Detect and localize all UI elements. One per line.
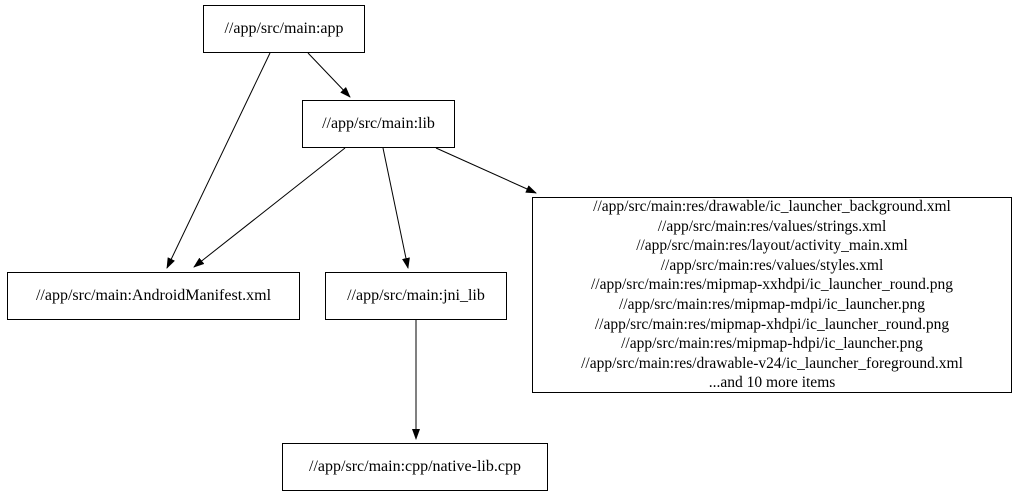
resource-file-item: //app/src/main:res/drawable-v24/ic_launc… xyxy=(581,354,963,372)
node-resource-files-group: //app/src/main:res/drawable/ic_launcher_… xyxy=(532,197,1012,393)
node-lib-target: //app/src/main:lib xyxy=(302,100,455,148)
node-jni-lib: //app/src/main:jni_lib xyxy=(325,272,507,320)
node-jni-lib-label: //app/src/main:jni_lib xyxy=(347,287,485,305)
node-app-label: //app/src/main:app xyxy=(224,20,344,38)
node-android-manifest-label: //app/src/main:AndroidManifest.xml xyxy=(35,287,272,305)
resource-file-item: //app/src/main:res/drawable/ic_launcher_… xyxy=(593,198,951,216)
node-native-lib-cpp-label: //app/src/main:cpp/native-lib.cpp xyxy=(309,458,521,476)
node-lib-label: //app/src/main:lib xyxy=(322,115,435,133)
edge-app-to-manifest xyxy=(166,52,271,269)
resource-file-item: //app/src/main:res/mipmap-xhdpi/ic_launc… xyxy=(594,315,950,333)
resource-file-item: //app/src/main:res/values/styles.xml xyxy=(660,256,884,274)
resource-more-items-note: ...and 10 more items xyxy=(708,374,836,392)
node-app-target: //app/src/main:app xyxy=(203,5,365,53)
edge-lib-to-manifest xyxy=(193,147,346,268)
edge-app-to-lib xyxy=(307,52,351,98)
edge-lib-to-resources xyxy=(435,147,537,194)
resource-file-item: //app/src/main:res/values/strings.xml xyxy=(657,217,887,235)
resource-file-item: //app/src/main:res/mipmap-hdpi/ic_launch… xyxy=(621,335,923,353)
resource-file-item: //app/src/main:res/layout/activity_main.… xyxy=(636,237,908,255)
node-native-lib-cpp: //app/src/main:cpp/native-lib.cpp xyxy=(282,443,548,491)
edge-lib-to-jni-lib xyxy=(382,147,410,269)
resource-file-item: //app/src/main:res/mipmap-xxhdpi/ic_laun… xyxy=(590,276,953,294)
resource-file-item: //app/src/main:res/mipmap-mdpi/ic_launch… xyxy=(618,296,926,313)
node-android-manifest: //app/src/main:AndroidManifest.xml xyxy=(7,272,300,320)
